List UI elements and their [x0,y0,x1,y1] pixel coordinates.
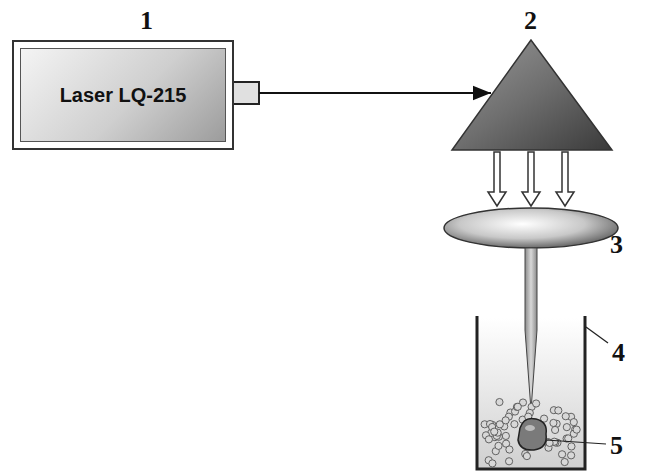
focused-beam [525,248,537,410]
callout-number: 3 [610,232,623,258]
laser-beam [259,92,491,94]
target-highlight [525,425,535,431]
focusing-lens [444,208,618,248]
leader-line [546,440,606,444]
laser-nozzle [233,82,259,104]
deflected-beam-arrows [488,152,574,206]
callout-number: 5 [610,433,623,459]
callout-number: 2 [524,8,537,34]
callout-number: 1 [140,8,153,34]
target [518,418,546,450]
particles [481,398,580,467]
prism [452,40,612,150]
leader-line [586,327,608,343]
callout-number: 4 [612,340,625,366]
laser-name: Laser LQ-215 [20,48,226,142]
laser-box: Laser LQ-215 [12,40,234,150]
